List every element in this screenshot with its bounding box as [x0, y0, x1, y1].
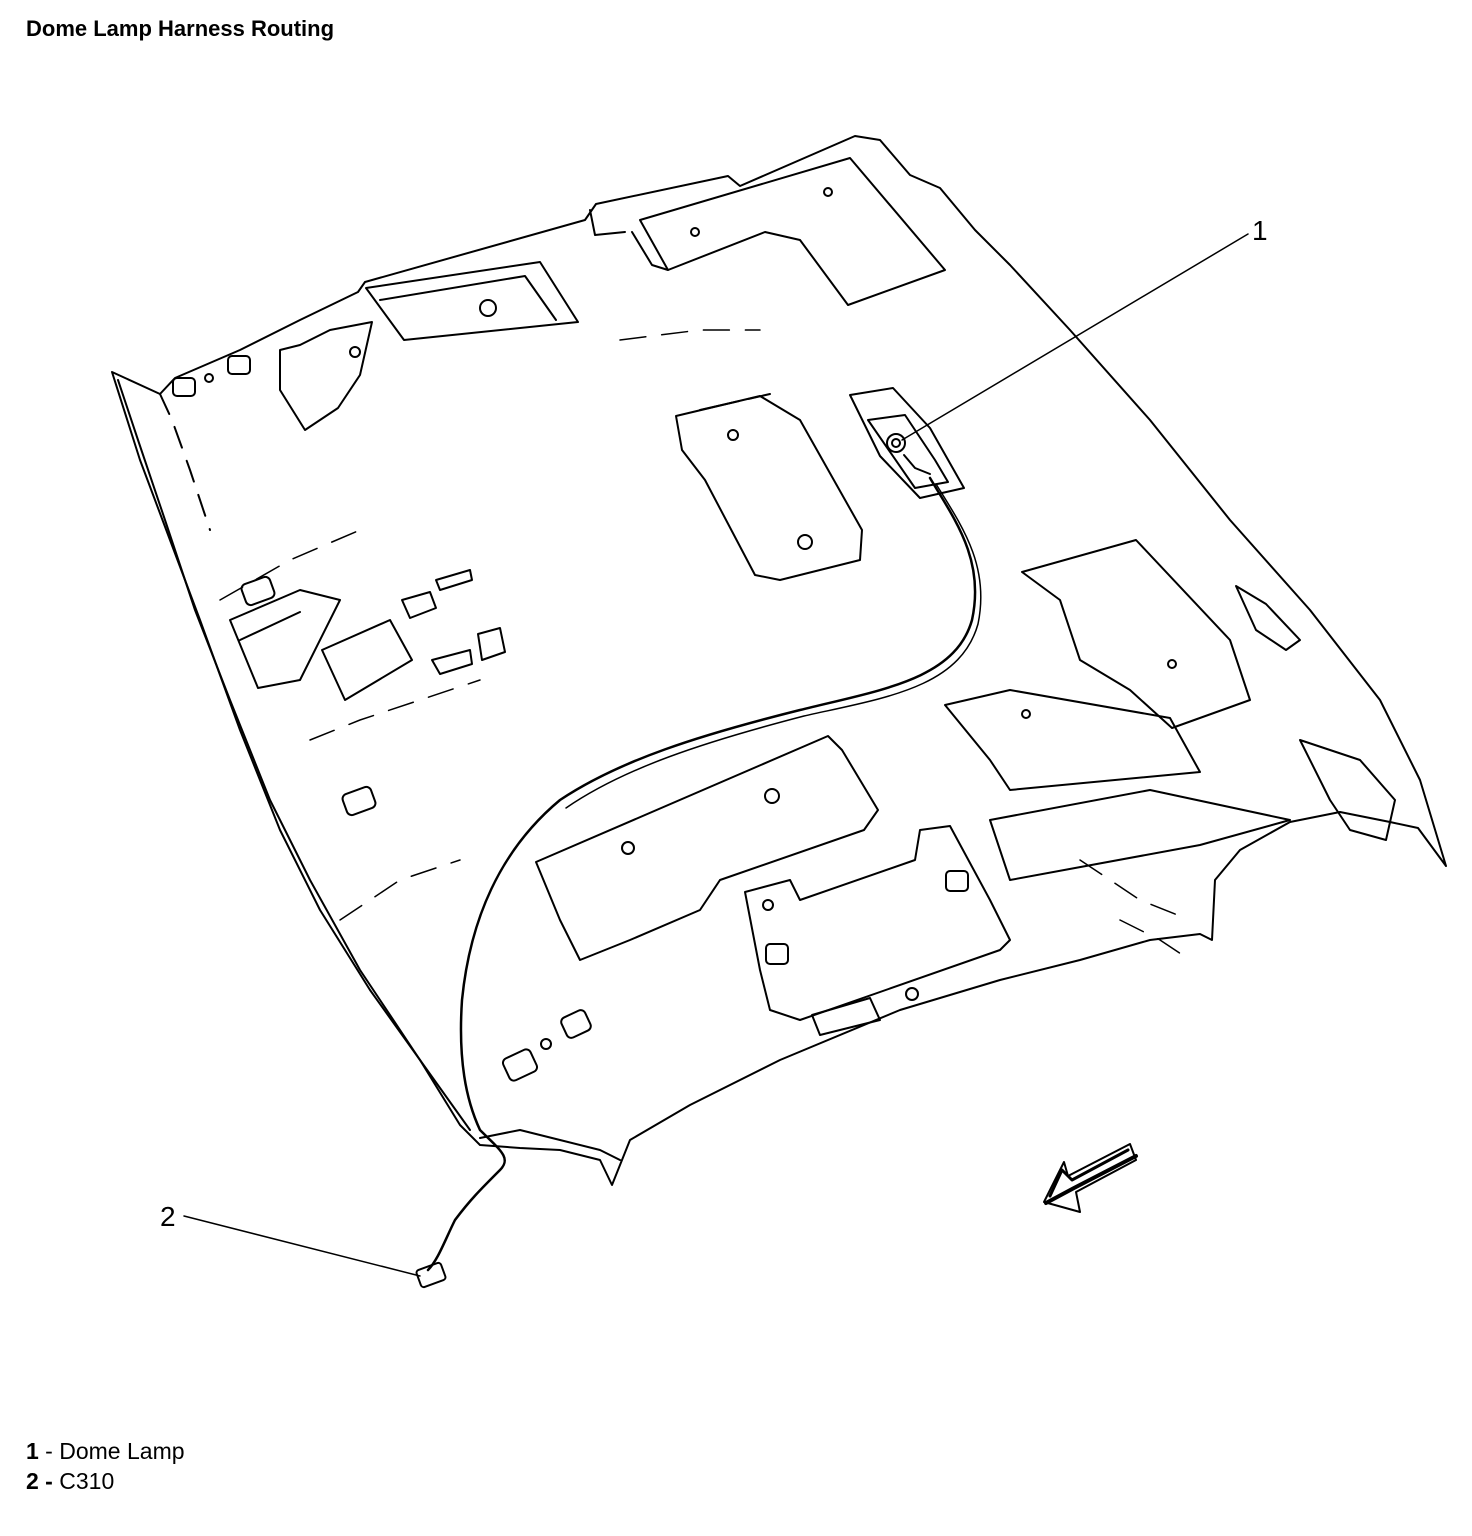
callout-leaders	[183, 233, 1249, 1277]
legend-separator: -	[38, 1438, 60, 1464]
trim-dashes	[219, 329, 1191, 961]
rear-panels	[944, 539, 1396, 881]
front-panels	[279, 157, 946, 431]
left-pockets	[229, 569, 506, 701]
visor-clips	[172, 355, 969, 1082]
legend-separator: -	[38, 1468, 60, 1494]
legend-item-label: Dome Lamp	[59, 1438, 185, 1464]
diagram-title: Dome Lamp Harness Routing	[26, 16, 335, 41]
legend-item-dome-lamp: 1 - Dome Lamp	[26, 1436, 185, 1466]
c310-connector	[415, 1261, 447, 1289]
front-direction-arrow-icon	[1043, 1143, 1138, 1213]
headliner-outline	[111, 135, 1447, 1186]
callout-1-leader	[901, 233, 1249, 441]
legend-item-number: 1	[26, 1438, 39, 1464]
legend-item-number: 2	[26, 1468, 39, 1494]
callout-2-number: 2	[160, 1201, 176, 1232]
callout-1-number: 1	[1252, 215, 1268, 246]
harness-wire	[426, 476, 982, 1272]
legend-item-label: C310	[59, 1468, 115, 1494]
legend-item-c310: 2 - C310	[26, 1466, 185, 1496]
callout-2-leader	[183, 1215, 421, 1277]
centre-panel	[675, 393, 863, 581]
dome-lamp	[849, 387, 965, 499]
front-lower-panels	[535, 735, 1011, 1036]
legend: 1 - Dome Lamp 2 - C310	[26, 1436, 185, 1496]
